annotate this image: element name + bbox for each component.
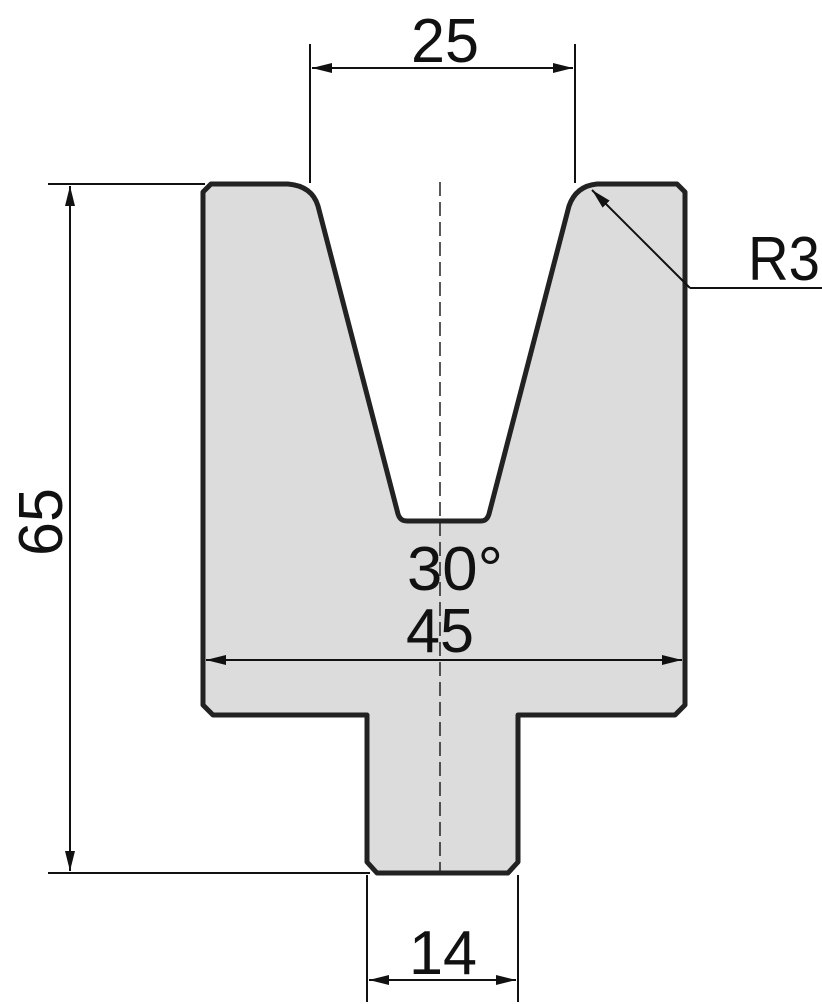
dimension-label: R3 bbox=[748, 225, 820, 294]
dimension-total-height: 65 bbox=[7, 183, 370, 874]
dimension-tang-width: 14 bbox=[366, 875, 519, 1002]
dimension-width: 45 bbox=[206, 597, 682, 666]
dimension-label: 14 bbox=[409, 919, 477, 988]
dimension-label: 65 bbox=[7, 488, 76, 556]
die-profile bbox=[200, 181, 688, 876]
dimension-label: 45 bbox=[406, 597, 474, 666]
dimension-top-opening: 25 bbox=[309, 7, 576, 183]
dimension-label: 25 bbox=[411, 7, 479, 76]
dimension-radius: R3 bbox=[591, 189, 822, 294]
angle-label: 30° bbox=[407, 535, 503, 604]
